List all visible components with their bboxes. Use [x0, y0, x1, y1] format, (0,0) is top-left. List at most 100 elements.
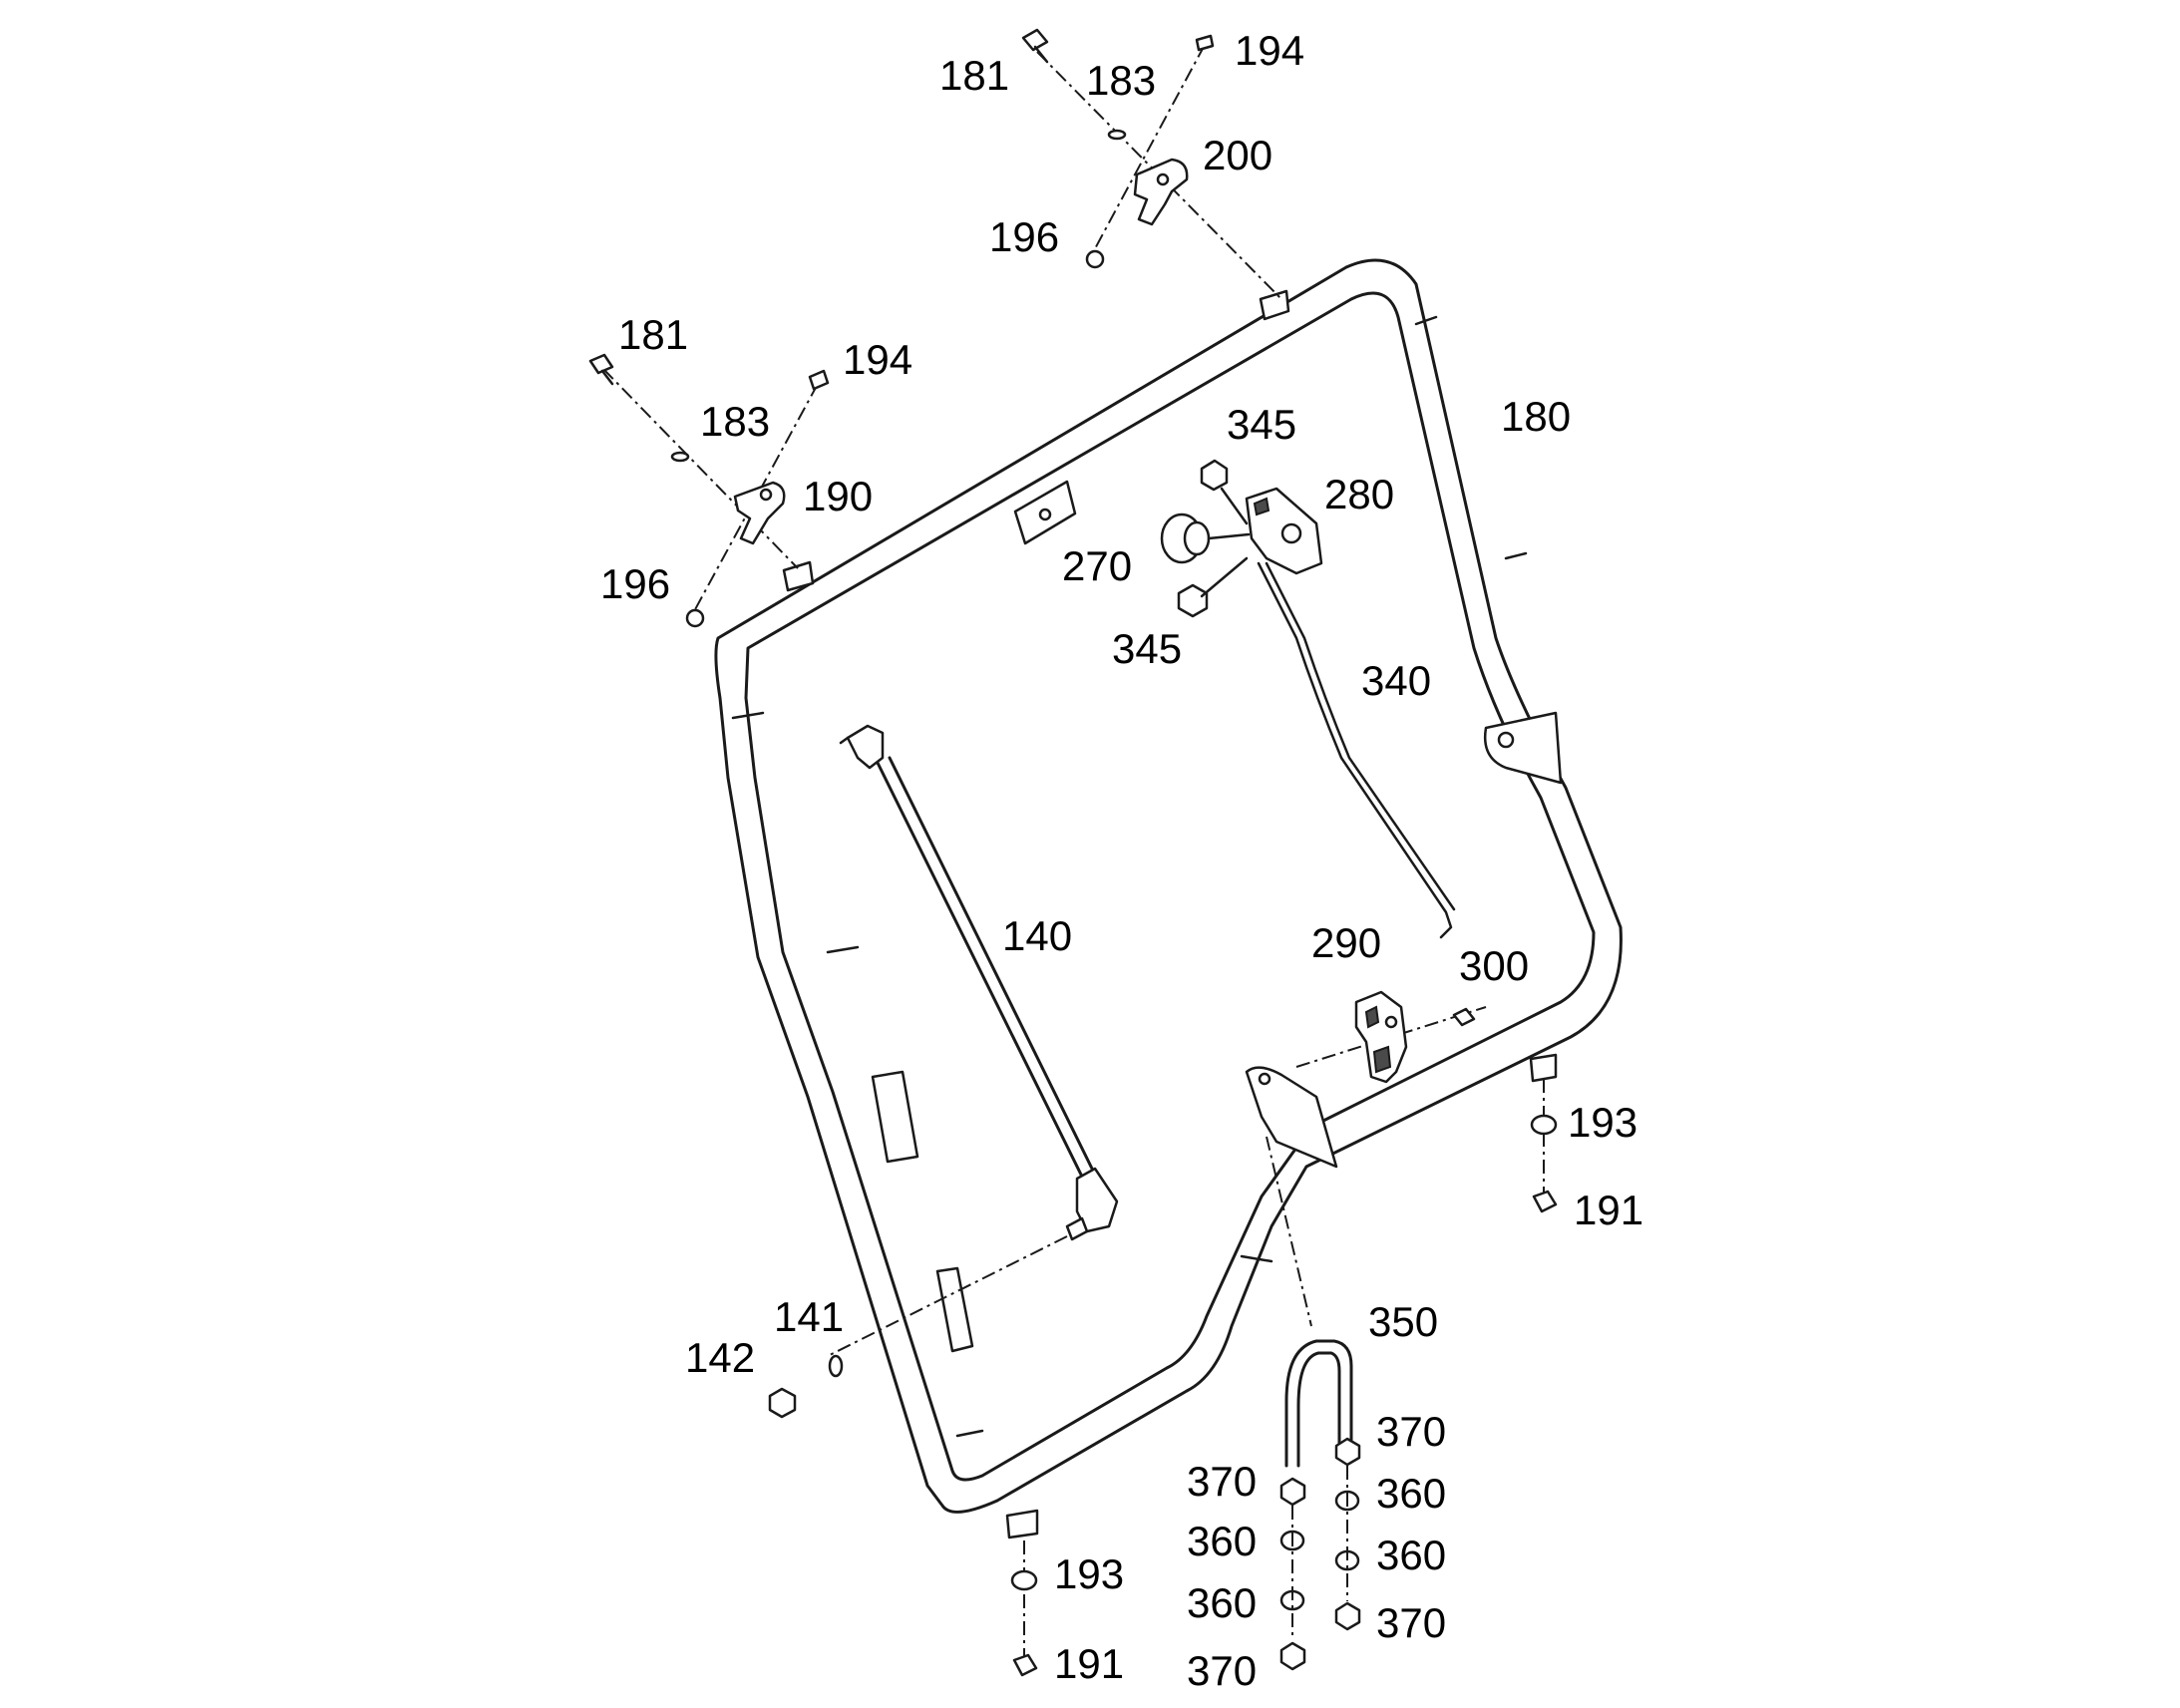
callout-191-left: 191 [1054, 1640, 1124, 1687]
callout-183-upper: 183 [1086, 57, 1156, 104]
nut-370-right-bottom [1334, 1601, 1361, 1631]
frame-seam [826, 945, 860, 954]
callout-141: 141 [774, 1293, 844, 1340]
callout-181-upper: 181 [939, 52, 1009, 99]
latch-plate-280-hole [1280, 522, 1302, 544]
gas-spring-140-body-edge [888, 756, 1094, 1171]
callout-360-right-2: 360 [1376, 1532, 1446, 1578]
frame-left-tab-upper [871, 1070, 919, 1164]
callout-360-right-1: 360 [1376, 1470, 1446, 1517]
gas-spring-140-upper-end [846, 724, 885, 770]
washer-193-left-icon [1010, 1569, 1038, 1591]
callout-360-left-1: 360 [1187, 1518, 1257, 1564]
bolt-191-right-icon [1532, 1190, 1558, 1213]
frame-top-tab [1013, 480, 1077, 545]
frame-top-tab-hole [1038, 508, 1052, 521]
nut-196-upper-icon [1085, 249, 1105, 269]
frame-pivot-pin-bottom-right [1529, 1053, 1558, 1083]
nut-345-lower-icon [1177, 583, 1209, 618]
gas-spring-140-lower-end [1075, 1167, 1119, 1233]
callout-370-right-bottom: 370 [1376, 1599, 1446, 1646]
frame-outer-tube [714, 258, 1623, 1514]
leader-194-upper [1091, 44, 1206, 255]
washer-183-lower-icon [670, 451, 690, 463]
frame-pivot-pin-bottom-left [1005, 1509, 1039, 1539]
callout-193-left: 193 [1054, 1550, 1124, 1597]
latch-link [1200, 556, 1249, 598]
callout-200: 200 [1203, 132, 1272, 178]
frame-right-bracket-hole [1497, 731, 1515, 749]
callout-194-lower: 194 [843, 336, 912, 383]
u-bolt-group [1266, 1136, 1361, 1671]
hinge-190-hole [759, 488, 773, 502]
gas-spring-140 [768, 724, 1119, 1419]
washer-141-icon [828, 1354, 844, 1378]
knob-270-face [1183, 520, 1211, 556]
callout-290: 290 [1311, 919, 1381, 966]
nut-370-left-bottom [1279, 1641, 1306, 1671]
frame-seam [731, 711, 765, 720]
frame-left-tab-lower [935, 1266, 974, 1353]
frame-seam [1504, 551, 1528, 560]
callout-193-right: 193 [1568, 1099, 1637, 1146]
leader-350 [1266, 1136, 1312, 1327]
bolt-191-left-icon [1012, 1653, 1038, 1677]
gas-spring-140-body [876, 761, 1084, 1179]
gas-spring-140-stud-lower [1065, 1216, 1089, 1241]
callout-181-lower: 181 [618, 311, 688, 358]
callout-142: 142 [685, 1334, 755, 1381]
frame-pivot-pin-top-right [1259, 289, 1290, 321]
catch-290-hook [1372, 1045, 1392, 1074]
callout-345-upper: 345 [1227, 401, 1296, 448]
nut-370-left-top [1279, 1477, 1306, 1507]
knob-270-shaft [1207, 532, 1251, 540]
callout-280: 280 [1324, 471, 1394, 517]
frame-inner-tube [744, 291, 1596, 1482]
callout-360-left-2: 360 [1187, 1579, 1257, 1626]
nut-196-lower-icon [685, 608, 705, 628]
nut-370-right-top [1334, 1437, 1361, 1467]
hinge-200-hole [1156, 172, 1170, 186]
callout-370-left-top: 370 [1187, 1458, 1257, 1505]
callout-190: 190 [803, 473, 873, 519]
frame-right-bracket [1483, 711, 1563, 785]
callout-300: 300 [1459, 942, 1529, 989]
bolt-194-lower-icon [808, 369, 830, 391]
nut-142-icon [768, 1387, 797, 1419]
bolt-181-upper-shank [1033, 45, 1049, 64]
callout-345-lower: 345 [1112, 625, 1182, 672]
hinge-group-upper-left [588, 353, 830, 628]
leader-141-142 [827, 1235, 1068, 1357]
catch-290-body [1364, 1005, 1380, 1029]
bolt-181-upper-icon [1021, 28, 1049, 52]
frame-gusset-hole [1258, 1072, 1272, 1086]
leader-181-lower [602, 368, 799, 569]
catch-group [1295, 990, 1487, 1084]
washer-183-upper-icon [1107, 129, 1127, 141]
callout-370-left-bottom: 370 [1187, 1647, 1257, 1694]
callout-270: 270 [1062, 542, 1132, 589]
callout-183-lower: 183 [700, 398, 770, 445]
latch-group [1160, 459, 1456, 939]
callout-194-upper: 194 [1235, 27, 1304, 74]
callout-340: 340 [1361, 657, 1431, 704]
screw-300-icon [1452, 1007, 1476, 1027]
rod-345-link [1220, 487, 1249, 525]
hinge-group-upper-right [1021, 28, 1282, 300]
callout-191-right: 191 [1574, 1187, 1643, 1233]
callout-140: 140 [1002, 912, 1072, 959]
frame-seam [955, 1429, 984, 1438]
callout-180: 180 [1501, 393, 1571, 440]
hinge-190-icon [733, 481, 786, 545]
bolt-181-lower-shank [600, 369, 614, 386]
door-frame-180 [714, 258, 1623, 1539]
callout-196-lower: 196 [600, 560, 670, 607]
frame-gusset-plate [1245, 1066, 1338, 1169]
u-bolt-350-icon [1284, 1339, 1353, 1468]
frame-pivot-pin-top-left [782, 560, 815, 592]
pivot-hardware-left [1010, 1540, 1038, 1677]
pivot-hardware-right [1530, 1079, 1558, 1213]
callout-370-right-top: 370 [1376, 1408, 1446, 1455]
u-bolt-350-icon-inner [1296, 1351, 1341, 1468]
